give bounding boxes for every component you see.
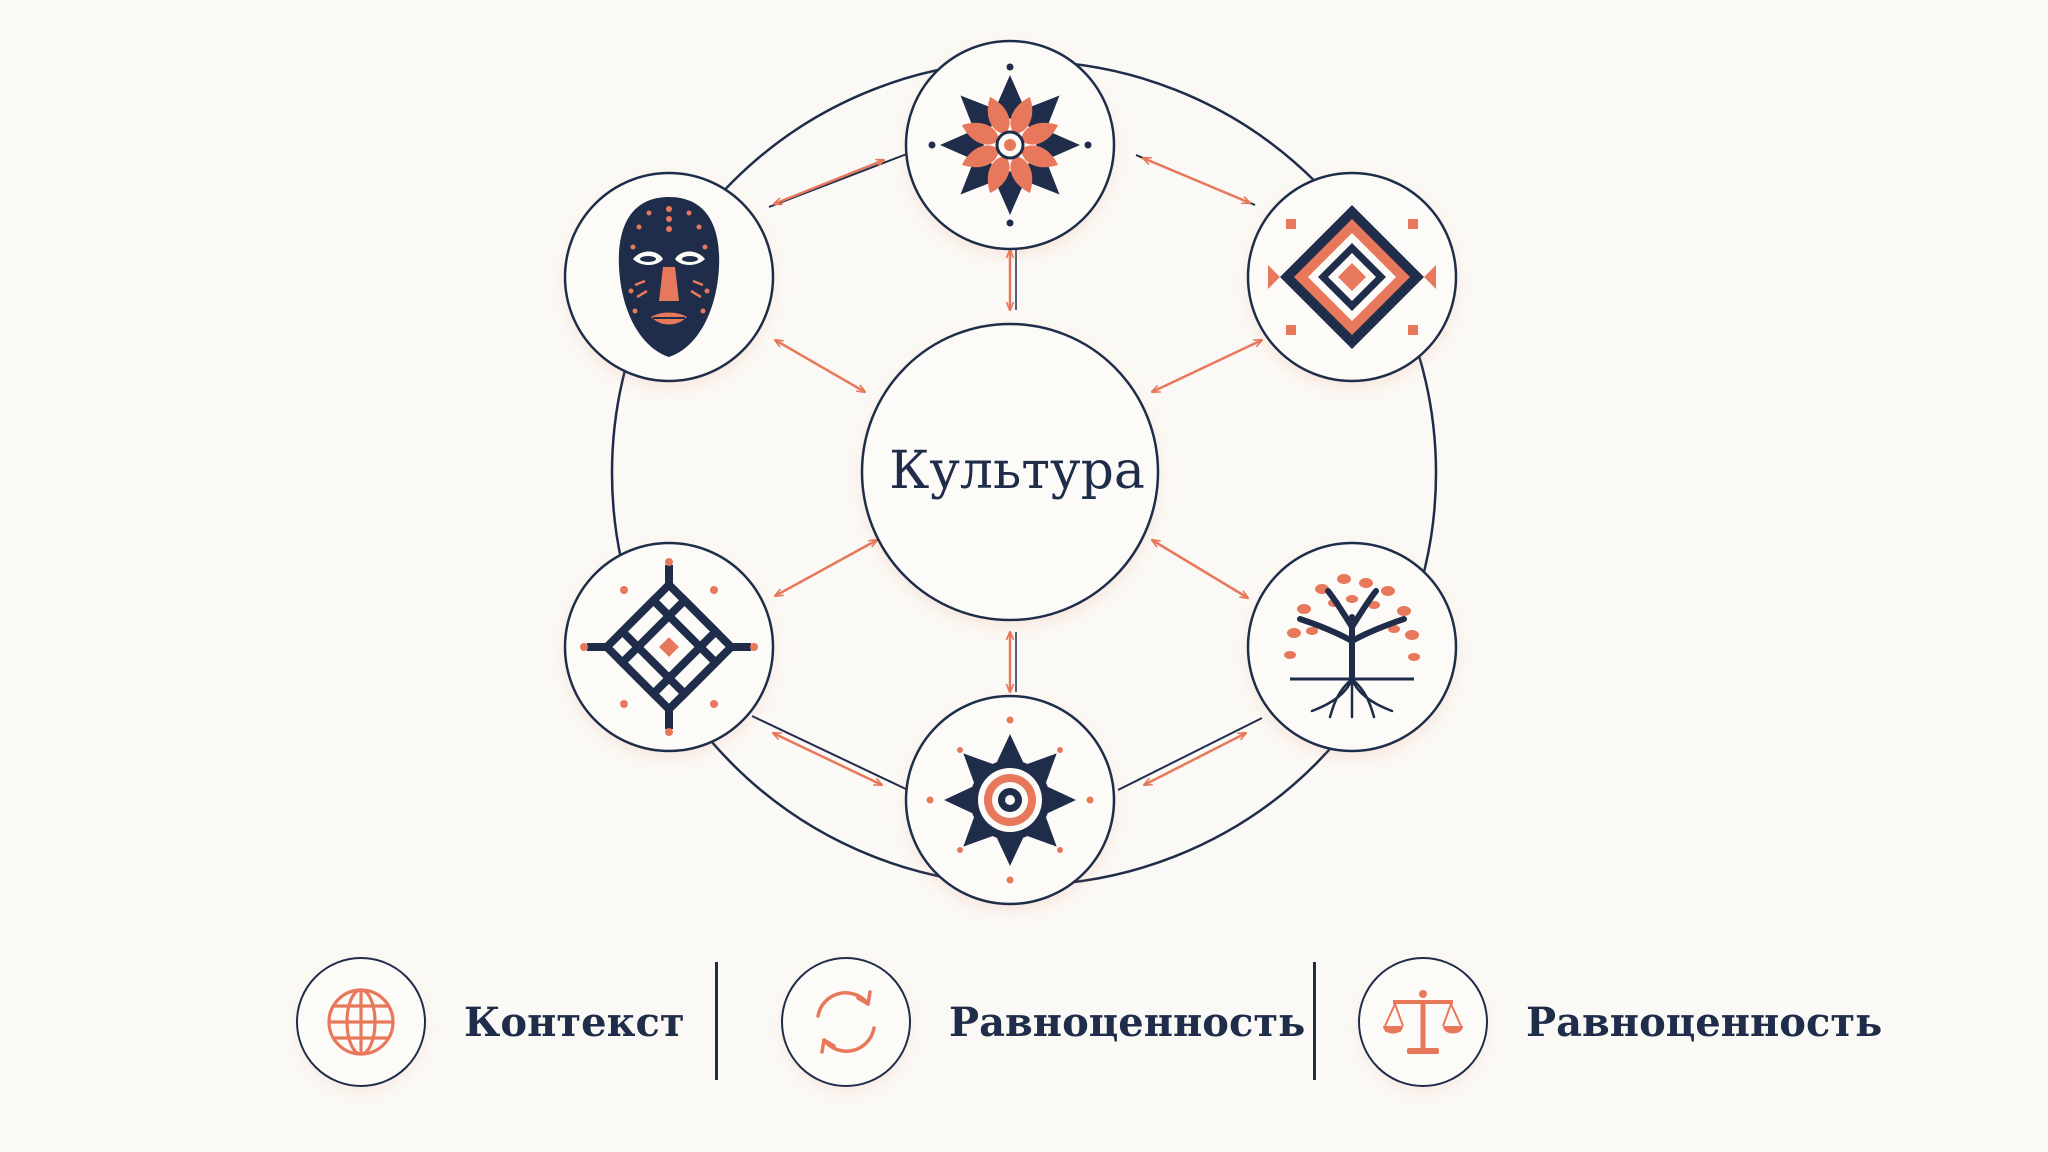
cycle-arrows-icon — [816, 990, 876, 1054]
legend-circle — [1358, 957, 1488, 1087]
tribal-mask-icon — [618, 197, 720, 357]
arrow-kilim-center — [1152, 340, 1262, 392]
legend-label-equivalence-1: Равноценность — [949, 998, 1306, 1046]
endless-knot-icon — [586, 564, 752, 730]
arrow-knot-star-head — [773, 733, 882, 785]
lotus-mandala-icon — [928, 63, 1092, 227]
diamond-kilim-icon — [1268, 205, 1436, 349]
globe-icon — [327, 988, 395, 1056]
sun-star-icon — [926, 716, 1094, 884]
scales-icon — [1383, 990, 1463, 1054]
legend-item-context: Контекст — [296, 957, 685, 1087]
arrow-knot-center — [775, 540, 877, 596]
center-label: Культура — [889, 441, 1145, 501]
legend-circle — [781, 957, 911, 1087]
arrow-star-tree-head — [1144, 733, 1246, 785]
tree-of-life-icon — [1284, 574, 1420, 719]
arrow-lotus-kilim-head — [1143, 158, 1250, 203]
center-node — [860, 322, 1160, 622]
legend-divider-2 — [1313, 962, 1316, 1080]
node-knot — [563, 541, 775, 753]
node-kilim — [1246, 171, 1458, 383]
node-tree — [1246, 541, 1458, 753]
legend-label-equivalence-2: Равноценность — [1526, 998, 1883, 1046]
legend-label-context: Контекст — [464, 998, 685, 1046]
node-lotus — [904, 39, 1116, 251]
legend-divider-1 — [715, 962, 718, 1080]
node-star — [904, 694, 1116, 906]
legend-item-equivalence-1: Равноценность — [781, 957, 1305, 1087]
legend-item-equivalence-2: Равноценность — [1358, 957, 1882, 1087]
legend-circle — [296, 957, 426, 1087]
node-mask — [563, 171, 775, 383]
arrow-tree-center — [1152, 540, 1248, 598]
connector-arrows — [751, 151, 1262, 791]
arrow-mask-lotus-head — [774, 158, 884, 206]
arrow-mask-center — [775, 340, 865, 392]
